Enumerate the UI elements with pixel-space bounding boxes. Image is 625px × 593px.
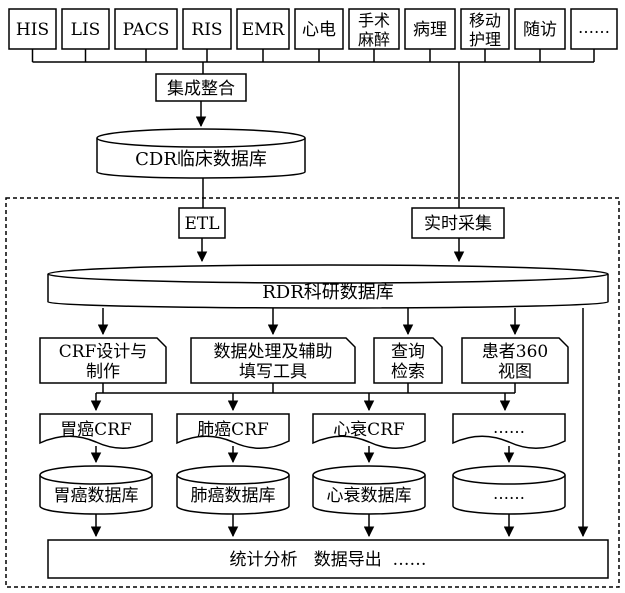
source-label-nursing-1: 移动 [469, 11, 501, 30]
tools-bus [90, 383, 516, 412]
tool-label-query-1: 查询 [391, 342, 425, 362]
research-platform-frame [5, 197, 620, 588]
source-box-his [8, 8, 57, 50]
source-bus [31, 49, 595, 208]
tool-box-query [373, 337, 443, 384]
source-box-followup [514, 8, 566, 50]
crf-doc-gastric [39, 413, 153, 449]
db-row: 胃癌数据库 肺癌数据库 心衰数据库 …… [39, 465, 566, 515]
etl-box [178, 207, 226, 239]
realtime-box [411, 207, 505, 239]
source-label-followup: 随访 [523, 20, 557, 40]
crf-label-gastric: 胃癌CRF [60, 420, 132, 440]
db-label-gastric: 胃癌数据库 [54, 486, 139, 506]
source-label-anesthesia-2: 麻醉 [358, 30, 390, 49]
cdr-database: CDR临床数据库 [96, 128, 306, 179]
source-box-more [570, 8, 618, 50]
db-lung: 肺癌数据库 [176, 465, 290, 515]
crf-doc-heart-failure [312, 413, 426, 449]
crf-row: 胃癌CRF 肺癌CRF 心衰CRF …… [39, 413, 566, 449]
source-label-ris: RIS [191, 20, 222, 40]
tools-row: CRF设计与 制作 数据处理及辅助 填写工具 查询 检索 患者360 视图 [39, 337, 569, 384]
tool-label-crf-design-2: 制作 [86, 362, 120, 382]
rdr-database-label: RDR科研数据库 [262, 282, 394, 303]
tool-label-patient360-2: 视图 [498, 362, 532, 382]
source-label-pathology: 病理 [413, 20, 447, 40]
etl-label: ETL [184, 214, 219, 234]
output-box [47, 539, 609, 579]
source-label-pacs: PACS [123, 20, 170, 40]
rdr-database: RDR科研数据库 [47, 264, 609, 309]
integration-box [155, 73, 247, 102]
db-gastric: 胃癌数据库 [39, 465, 153, 515]
tool-label-patient360-1: 患者360 [482, 342, 548, 362]
db-label-lung: 肺癌数据库 [191, 486, 276, 506]
source-label-his: HIS [16, 20, 49, 40]
db-heart-failure: 心衰数据库 [312, 465, 426, 515]
crf-label-more: …… [493, 418, 525, 437]
source-label-emr: EMR [242, 20, 286, 40]
crf-label-lung: 肺癌CRF [197, 420, 269, 440]
tool-box-patient360 [461, 337, 569, 384]
source-row: HIS LIS PACS RIS EMR 心电 手术 麻醉 病理 移动 护理 随… [8, 8, 618, 50]
tool-label-crf-design-1: CRF设计与 [59, 342, 148, 362]
crf-doc-more [452, 413, 566, 449]
tool-box-crf-design [39, 337, 167, 384]
realtime-label: 实时采集 [424, 214, 492, 234]
source-label-anesthesia-1: 手术 [358, 11, 390, 30]
output-label: 统计分析 数据导出 …… [229, 550, 426, 570]
crf-doc-lung [176, 413, 290, 449]
integration-label: 集成整合 [167, 79, 235, 99]
tool-label-query-2: 检索 [391, 362, 425, 382]
source-box-pathology [404, 8, 456, 50]
tool-box-data-processing [190, 337, 356, 384]
source-label-more: …… [578, 18, 610, 37]
source-label-nursing-2: 护理 [469, 30, 501, 49]
crf-label-heart-failure: 心衰CRF [333, 420, 405, 440]
cdr-database-label: CDR临床数据库 [135, 149, 267, 170]
db-label-more: …… [493, 484, 525, 503]
source-label-ecg: 心电 [302, 20, 336, 40]
source-label-lis: LIS [71, 20, 101, 40]
source-box-ris [182, 8, 232, 50]
db-more: …… [452, 465, 566, 515]
tool-label-data-processing-2: 填写工具 [239, 362, 307, 382]
source-box-ecg [294, 8, 344, 50]
tool-label-data-processing-1: 数据处理及辅助 [214, 342, 333, 362]
db-label-heart-failure: 心衰数据库 [327, 486, 412, 506]
